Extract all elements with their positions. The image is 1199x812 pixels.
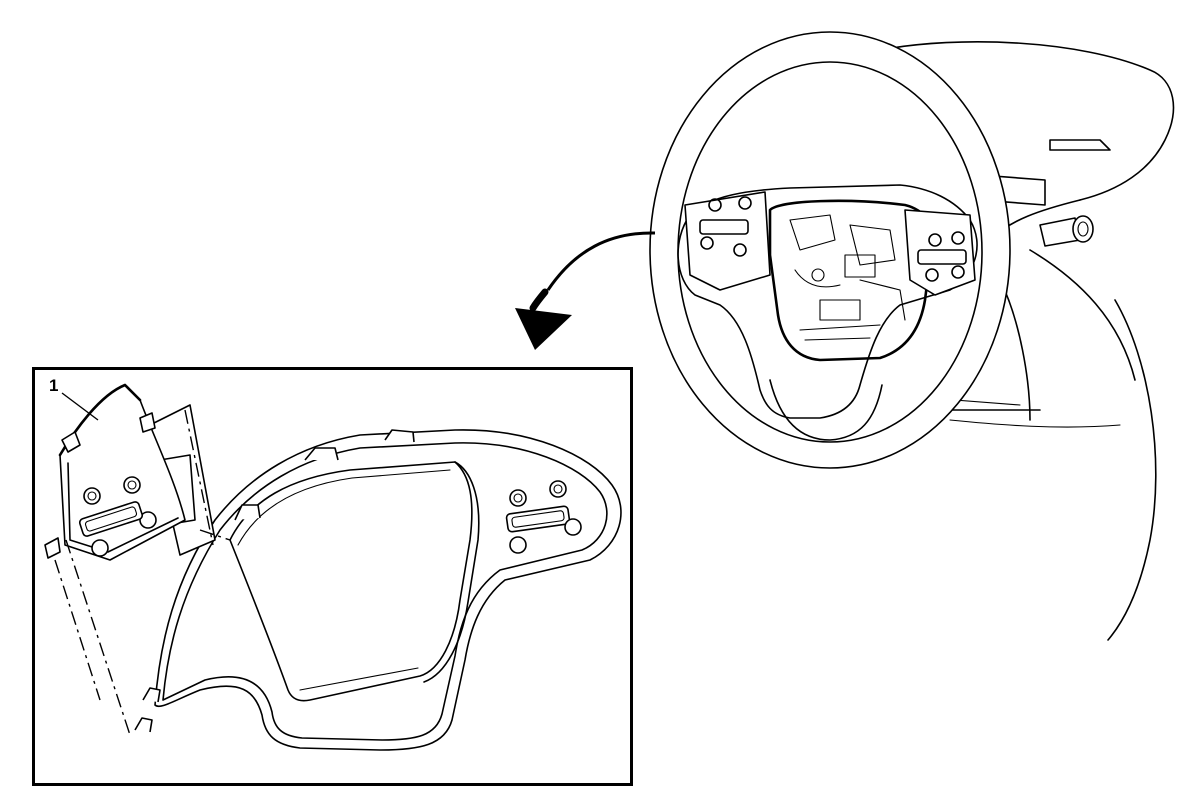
steering-wheel-trim-bezel <box>134 429 622 751</box>
steering-wheel-control-switch <box>44 383 216 561</box>
curved-arrow-icon <box>515 231 656 350</box>
callout-1-leader <box>61 392 99 421</box>
detail-inset-frame <box>32 367 633 786</box>
alignment-lines <box>54 409 231 736</box>
steering-wheel <box>649 31 1011 469</box>
callout-1-label: 1 <box>49 376 59 395</box>
